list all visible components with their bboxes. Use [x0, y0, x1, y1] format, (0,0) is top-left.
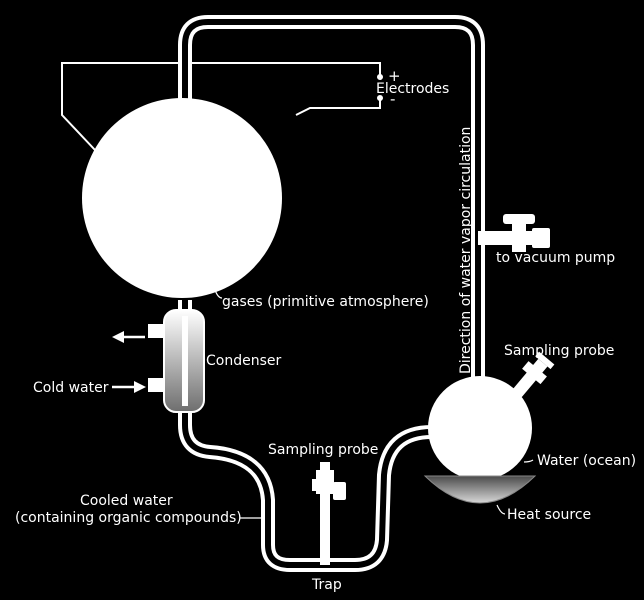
- electrode-plus-terminal: [377, 74, 383, 80]
- cooled-water-label-line2: (containing organic compounds): [15, 510, 242, 526]
- gases-label: gases (primitive atmosphere): [222, 294, 429, 310]
- sampling-probe-lower-label: Sampling probe: [268, 442, 378, 458]
- condenser-label: Condenser: [206, 353, 281, 369]
- condenser-outlet-arrow: [112, 331, 145, 343]
- cooled-water-label-line1: Cooled water: [80, 493, 173, 509]
- electrode-plus-label: +: [388, 67, 401, 85]
- vacuum-pump-label: to vacuum pump: [496, 250, 615, 266]
- sampling-probe-upper: [512, 351, 555, 398]
- water-ocean-label: Water (ocean): [537, 453, 636, 469]
- heat-leader: [496, 504, 506, 515]
- cold-water-inlet-arrow: [112, 381, 146, 393]
- condenser: [148, 309, 205, 413]
- small-flask: [428, 376, 532, 480]
- lower-tubing-inner: [182, 300, 433, 568]
- electrode-minus-terminal: [377, 95, 383, 101]
- large-flask: [82, 98, 282, 298]
- gases-leader: [214, 289, 223, 299]
- trap-tube: [320, 462, 330, 565]
- electrode-minus-label: -: [390, 90, 395, 108]
- leader-lines: [214, 289, 534, 519]
- heat-source: [423, 475, 537, 504]
- water-leader: [523, 459, 534, 463]
- vacuum-stopcock: [478, 214, 550, 252]
- tubing-inner: [182, 19, 481, 408]
- electrodes-label: Electrodes: [376, 81, 449, 97]
- heat-source-label: Heat source: [507, 507, 591, 523]
- cold-water-label: Cold water: [33, 380, 109, 396]
- sampling-probe-lower: [312, 462, 346, 500]
- electrode-wires: [61, 62, 381, 151]
- sampling-probe-upper-label: Sampling probe: [504, 343, 614, 359]
- trap-label: Trap: [311, 577, 342, 593]
- circulation-label: Direction of water vapor circulation: [458, 127, 474, 374]
